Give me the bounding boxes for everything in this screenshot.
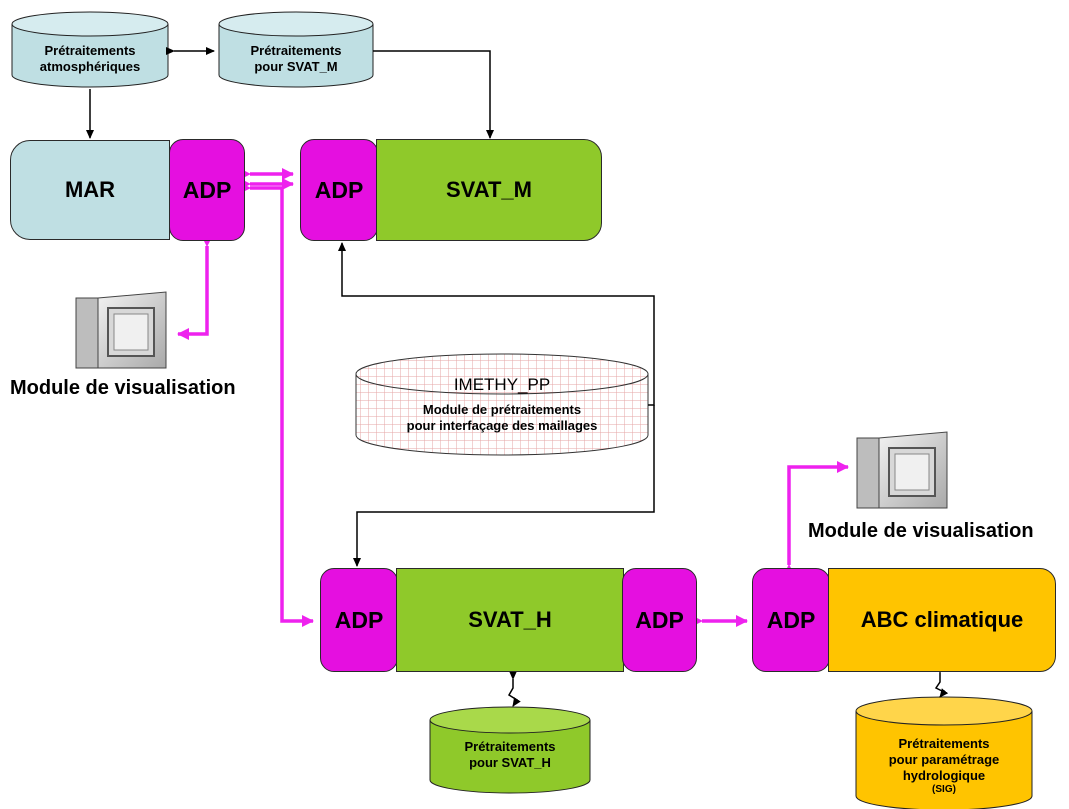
- link-mar-adp-to-svath-adp: [239, 182, 314, 627]
- link-abc-to-cylinder: [934, 665, 949, 698]
- svat-m-pre-line1: Prétraitements: [250, 43, 342, 58]
- link-svatm-pre-to-svatm: [373, 50, 494, 139]
- atmo-line1: Prétraitements: [44, 43, 136, 58]
- svat-h-adp-right-label: ADP: [635, 606, 684, 633]
- abc-adp-box: ADP: [752, 568, 830, 672]
- atmo-cylinder-text: Prétraitements atmosphériques: [12, 38, 168, 80]
- abc-label: ABC climatique: [860, 607, 1024, 632]
- abc-adp-label: ADP: [766, 606, 816, 633]
- svat-m-box: SVAT_M: [376, 139, 602, 241]
- imethy-line2: pour interfaçage des maillages: [406, 418, 598, 433]
- monitor-icon: [856, 431, 948, 509]
- monitor-icon: [75, 291, 167, 369]
- visualisation-caption-right: Module de visualisation: [808, 520, 1034, 542]
- svat-m-adp-box: ADP: [300, 139, 378, 241]
- atmo-line2: atmosphériques: [39, 59, 141, 74]
- abc-pre-line3: hydrologique: [902, 768, 986, 783]
- abc-pre-line4: (SIG): [932, 784, 956, 795]
- imethy-title: IMETHY_PP: [453, 375, 551, 394]
- svat-h-adp-right-box: ADP: [622, 568, 697, 672]
- cylinder-pretraitements-svat-m: [218, 11, 374, 88]
- link-mar-adp-to-visu: [177, 235, 213, 340]
- mar-box: MAR: [10, 140, 170, 240]
- mar-label: MAR: [64, 177, 116, 202]
- abc-pre-line2: pour paramétrage: [888, 752, 1000, 767]
- black-connectors: [86, 47, 949, 707]
- abc-cylinder-text: Prétraitements pour paramétrage hydrolog…: [856, 736, 1032, 806]
- cylinder-pretraitements-atmospheriques: [11, 11, 169, 88]
- svat-h-adp-left-box: ADP: [320, 568, 398, 672]
- imethy-line1: Module de prétraitements: [422, 402, 582, 417]
- svat-m-cylinder-text: Prétraitements pour SVAT_M: [219, 38, 373, 80]
- svat-h-pre-line1: Prétraitements: [464, 739, 556, 754]
- magenta-connectors: [177, 168, 849, 627]
- svat-h-pre-line2: pour SVAT_H: [469, 755, 551, 770]
- svat-h-cylinder-text: Prétraitements pour SVAT_H: [430, 734, 590, 776]
- abc-pre-line1: Prétraitements: [898, 736, 990, 751]
- link-imethy-to-svatm: [338, 242, 655, 406]
- svat-h-adp-left-label: ADP: [334, 606, 384, 633]
- svat-m-label: SVAT_M: [446, 177, 532, 202]
- imethy-cylinder-text: IMETHY_PP Module de prétraitements pour …: [356, 364, 648, 444]
- cylinder-pretraitements-svat-h: [429, 706, 591, 794]
- svat-m-pre-line2: pour SVAT_M: [254, 59, 338, 74]
- cylinder-imethy-pp: [355, 353, 649, 456]
- abc-box: ABC climatique: [828, 568, 1056, 672]
- svat-h-label: SVAT_H: [468, 607, 552, 632]
- visualisation-caption-left: Module de visualisation: [10, 377, 236, 399]
- mar-adp-box: ADP: [169, 139, 245, 241]
- cylinder-pretraitements-hydrologique: [855, 696, 1033, 809]
- link-abc-adp-to-visu: [783, 461, 849, 576]
- mar-adp-label: ADP: [182, 176, 232, 203]
- svat-m-adp-label: ADP: [314, 176, 364, 203]
- svat-h-box: SVAT_H: [396, 568, 624, 672]
- link-svath-to-cylinder: [507, 671, 521, 707]
- link-imethy-to-svath: [353, 405, 655, 567]
